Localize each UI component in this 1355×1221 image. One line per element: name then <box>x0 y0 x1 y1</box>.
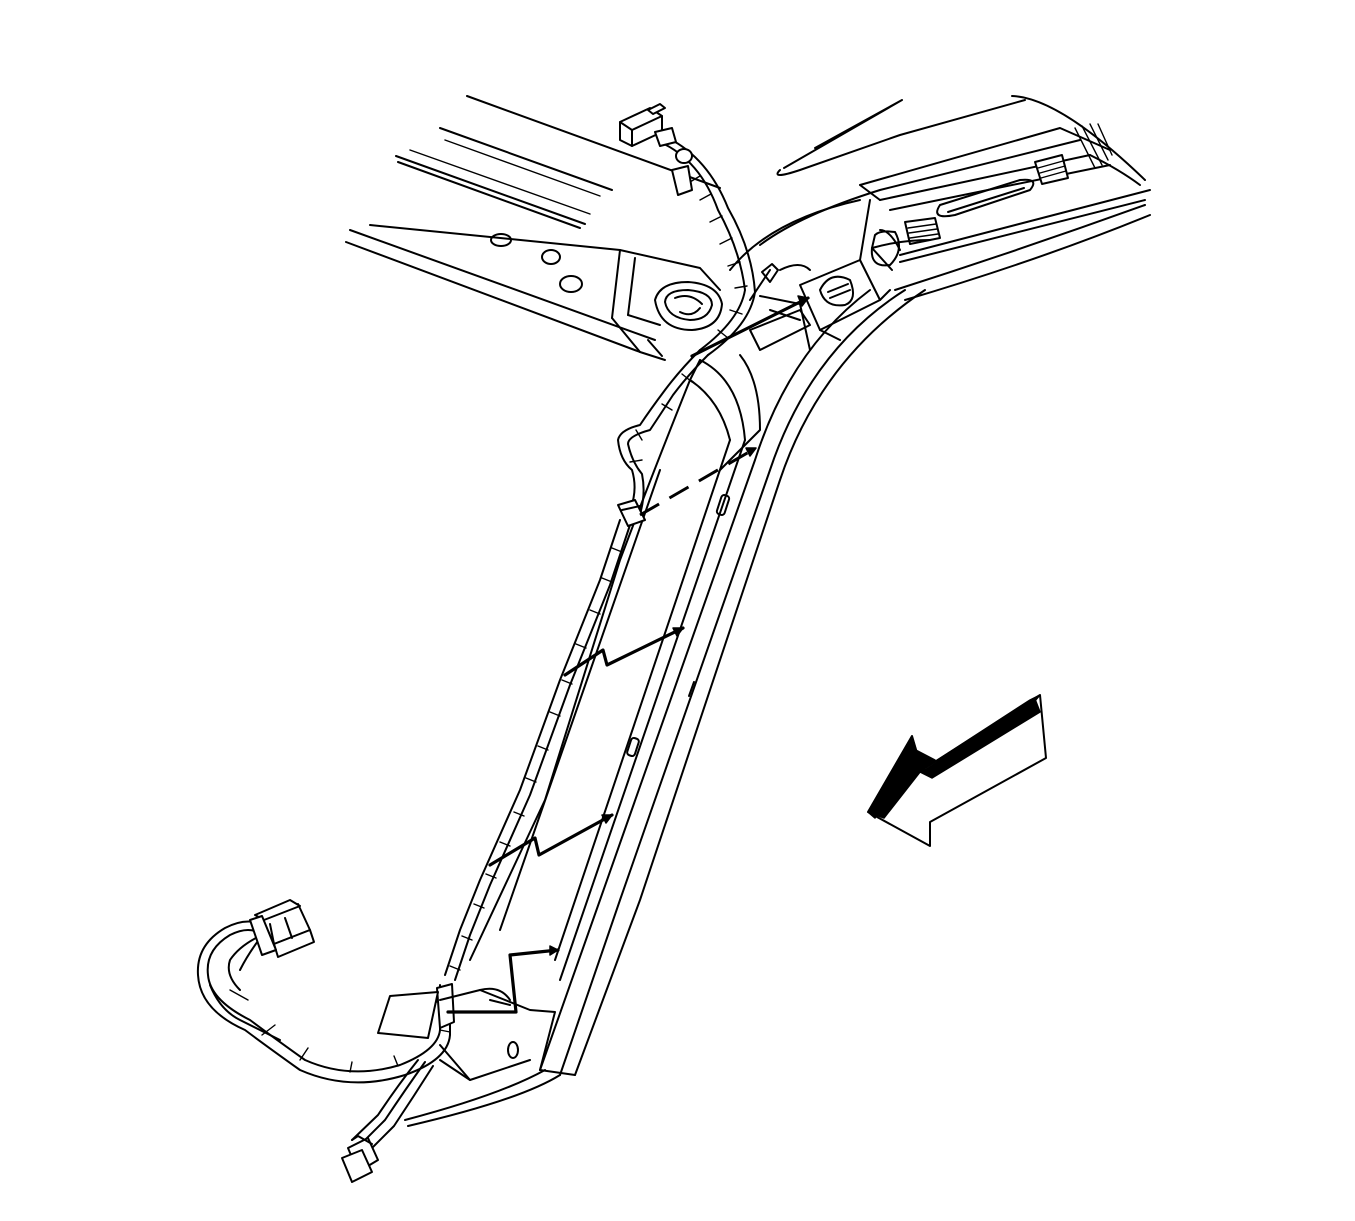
a-pillar <box>404 199 926 1127</box>
upper-connector <box>619 103 693 196</box>
leader-lines <box>377 295 810 1039</box>
grommet <box>654 281 723 331</box>
lower-connector-large <box>249 899 315 958</box>
wiring-harness <box>196 137 779 1151</box>
view-direction-arrow <box>867 694 1047 847</box>
lower-connector-small <box>341 1135 379 1183</box>
harness-clip <box>436 499 646 1029</box>
roof-rail <box>345 95 721 361</box>
dashboard <box>729 95 1151 301</box>
